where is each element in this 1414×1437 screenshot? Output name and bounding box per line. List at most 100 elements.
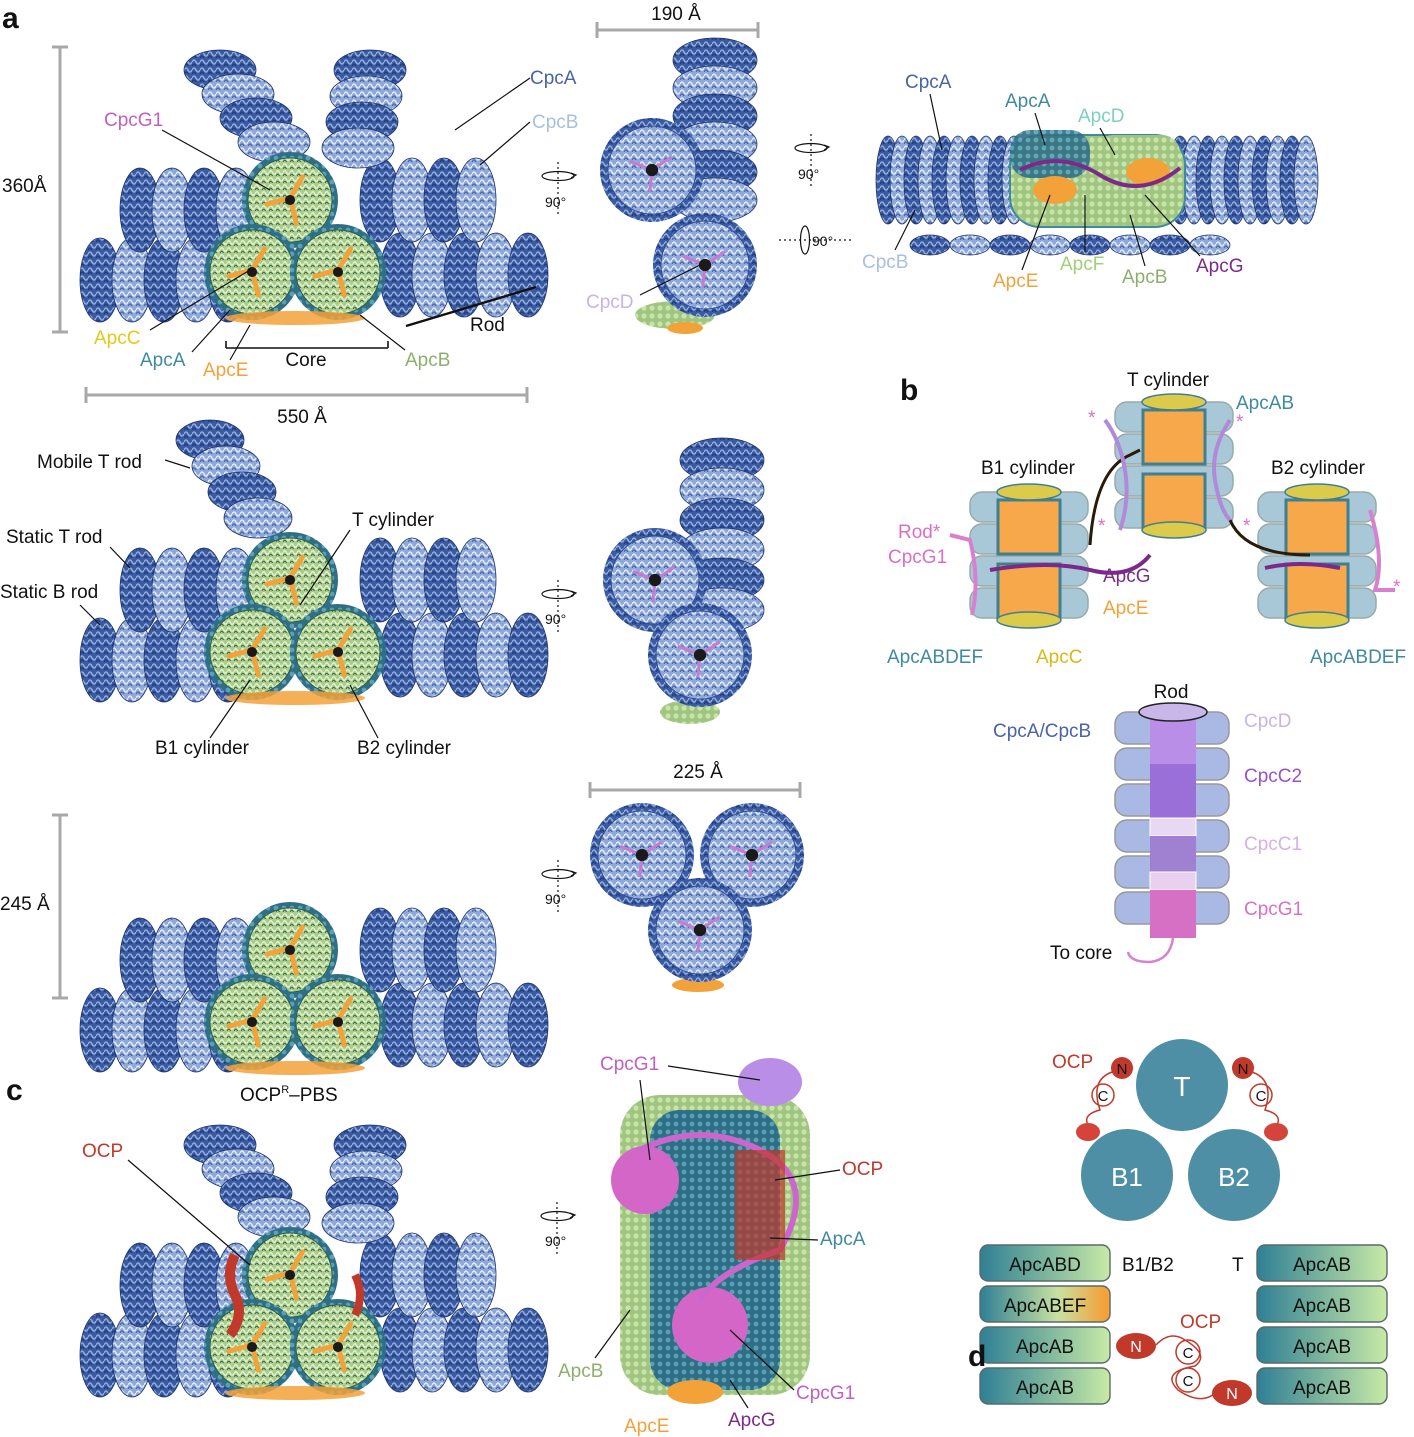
rod-end-center (648, 573, 662, 587)
b-rod-star-label: Rod* (898, 522, 941, 543)
rod-cap (1138, 702, 1208, 722)
rotation-label-right: 90° (798, 166, 819, 182)
leader-line (774, 1169, 841, 1181)
apcC-cap (1141, 521, 1207, 539)
rod-disc-body (1069, 234, 1111, 256)
scale-190 (595, 22, 760, 38)
rod-disc-body (1029, 234, 1071, 256)
cpcG1-blob-bottom (672, 1287, 748, 1363)
d-ocp-blob-left (1076, 1123, 1100, 1141)
b-apcG-label: ApcG (1103, 566, 1151, 587)
leader-line (109, 546, 131, 569)
height-360-label: 360Å (2, 176, 47, 197)
core-cylinder (204, 604, 300, 700)
rod-disc-body (223, 497, 293, 539)
b-apcABDEF-right-label: ApcABDEF (1310, 647, 1406, 668)
apcE-bottom (225, 1061, 365, 1075)
rod-disc (507, 612, 549, 698)
apcE-box (1141, 472, 1207, 530)
rotation-icon-right (794, 134, 831, 186)
apcE-bottom (225, 1386, 365, 1400)
rod-disc (455, 157, 497, 243)
d-right-stack-label: ApcAB (1293, 1337, 1351, 1358)
panel-letter-a: a (2, 2, 19, 35)
apcE-box (996, 562, 1062, 620)
rotation-arrowhead (823, 144, 831, 151)
right-apcF-label: ApcF (1060, 254, 1104, 275)
d-ocp-n-left (1111, 1057, 1133, 1079)
apcG-trace-right (1264, 562, 1341, 570)
rotation-icon-right-h (779, 225, 851, 255)
panel-a-middle-side (660, 437, 765, 724)
b-apcE-label: ApcE (1103, 598, 1148, 619)
panel-letter-b: b (900, 374, 918, 407)
d-left-stack-label: ApcABD (1009, 1255, 1081, 1276)
rod-end-center (698, 258, 712, 272)
rotation-icon-top (541, 162, 578, 214)
d-b1-circle (1081, 1129, 1173, 1221)
rod-disc (507, 1307, 549, 1393)
d-ocp-n-right (1232, 1057, 1254, 1079)
panel-c-apcG-label: ApcG (728, 1410, 776, 1431)
ocp-pbs-title: OCPR–PBS (240, 1084, 338, 1106)
rod-end-view (603, 528, 707, 632)
cpcC1-segment-bot (1149, 871, 1197, 891)
b2-cylinder-label: B2 cylinder (357, 738, 452, 759)
right-cpcA-label: CpcA (905, 72, 952, 93)
core-cylinder (242, 532, 338, 628)
rod-disc-body (321, 127, 395, 169)
leader-line (639, 1079, 651, 1161)
rod-disc (507, 982, 549, 1068)
ocp-pbs-title-rest: –PBS (289, 1085, 338, 1106)
core-cylinder-center (284, 194, 296, 206)
d-right-stack-block (1256, 1367, 1388, 1405)
d-ocp-c-right (1249, 1083, 1273, 1107)
d-top-schematic (1076, 1039, 1288, 1221)
rod-disc-body (507, 982, 549, 1068)
rotation-icon-middle (541, 580, 578, 632)
d-t-stack-label: T (1232, 1255, 1244, 1276)
rod-end-center (693, 648, 707, 662)
b-apcC-label: ApcC (1036, 647, 1082, 668)
leader-line (191, 309, 231, 353)
core-cylinder (204, 974, 300, 1070)
d-left-stack-block (979, 1326, 1111, 1364)
core-cylinder (290, 1299, 386, 1395)
b-star-0: * (1088, 408, 1096, 429)
core-cylinder-center (332, 646, 344, 658)
d-stacks (979, 1244, 1388, 1406)
rod-disc-body (321, 1202, 395, 1244)
apcC-cap (1141, 393, 1207, 411)
apcG-trace-left (989, 553, 1152, 575)
apcE-box (996, 498, 1062, 556)
leader-line (929, 93, 943, 151)
d-n-right-label: N (1238, 1061, 1249, 1078)
core-cylinder-center (284, 574, 296, 586)
core-cylinder (204, 1299, 300, 1395)
apcC-label: ApcC (94, 328, 140, 349)
d-n-left-label: N (1117, 1061, 1128, 1078)
leader-line (149, 269, 251, 331)
d-n-center-left-label: N (1130, 1339, 1142, 1356)
d-b1-label: B1 (1111, 1162, 1143, 1192)
rod-disc-body (455, 157, 497, 243)
d-left-stack-block (979, 1367, 1111, 1405)
cpcG1-label: CpcG1 (104, 110, 163, 131)
rod-disc (1029, 234, 1071, 256)
ocp-density (225, 1252, 244, 1338)
core-cylinder-center (332, 1341, 344, 1353)
scale-245 (52, 813, 68, 1000)
b-t-cylinder-label: T cylinder (1127, 370, 1210, 391)
d-right-stack-block (1256, 1244, 1388, 1282)
rotation-label-bottom: 90° (545, 891, 566, 907)
ocp-pbs-title-sup: R (281, 1084, 289, 1096)
b-b2-cylinder-label: B2 cylinder (1271, 458, 1366, 479)
b-to-core-label: To core (1050, 943, 1112, 964)
rod-disc (1293, 135, 1319, 225)
leader-line (1144, 194, 1201, 257)
static-t-rod-label: Static T rod (6, 527, 102, 548)
leader-line (594, 1309, 631, 1359)
rod-disc (455, 1232, 497, 1318)
core-cylinder-center (332, 266, 344, 278)
rod-end-view (648, 878, 752, 982)
